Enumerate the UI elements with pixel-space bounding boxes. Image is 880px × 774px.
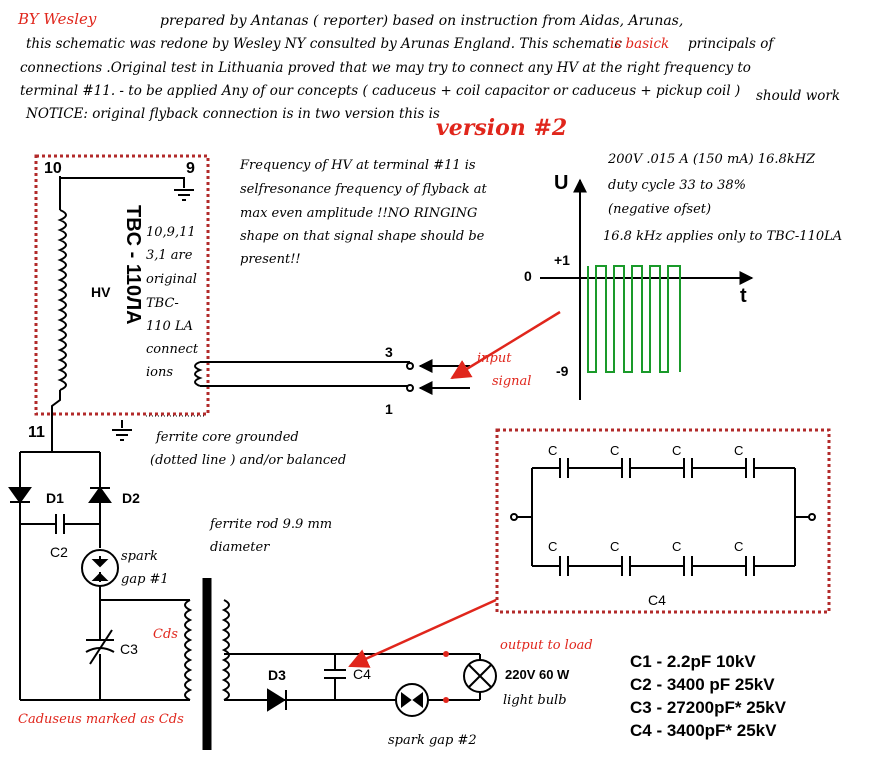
c4-capacitor-bank-box xyxy=(495,428,831,614)
cap-label-top-4: C xyxy=(734,443,744,458)
square-wave xyxy=(587,265,681,373)
cap-label-top-3: C xyxy=(672,443,682,458)
orig-6: connect xyxy=(146,342,199,357)
terminal-9: 9 xyxy=(186,160,195,177)
header-line-2c: principals of xyxy=(688,36,774,52)
cap-label-top-1: C xyxy=(548,443,558,458)
capacitor-c3 xyxy=(85,629,115,665)
terminal-10: 10 xyxy=(44,160,62,177)
orig-3: original xyxy=(146,272,197,287)
orig-5: 110 LA xyxy=(146,319,193,334)
diode-d1 xyxy=(8,487,32,504)
header-line-4a: terminal #11. - to be applied Any of our… xyxy=(20,83,741,99)
hv-label: HV xyxy=(91,284,111,300)
caduseus-note: Caduseus marked as Cds xyxy=(18,712,184,727)
c4-box-label: C4 xyxy=(648,592,666,608)
bulb-label: light bulb xyxy=(503,693,567,708)
freq-note-1: Frequency of HV at terminal #11 is xyxy=(240,158,476,173)
d1-label: D1 xyxy=(46,490,64,506)
transformer-model: TBC - 110ЛА xyxy=(122,205,144,325)
part-c4: C4 - 3400pF* 25kV xyxy=(630,721,777,740)
c3-label: C3 xyxy=(120,641,138,657)
t-axis-label: t xyxy=(740,285,747,307)
freq-note-4: shape on that signal shape should be xyxy=(240,229,485,244)
freq-note-2: selfresonance frequency of flyback at xyxy=(240,182,487,197)
caduseus-coil xyxy=(184,599,193,701)
capacitor-c4 xyxy=(324,654,346,700)
header-line-2a: this schematic was redone by Wesley NY c… xyxy=(26,36,622,52)
header-line-5: NOTICE: original flyback connection is i… xyxy=(26,106,440,122)
spec-4: 16.8 kHz applies only to TBC-110LA xyxy=(603,229,843,244)
u-axis-label: U xyxy=(554,172,569,194)
capacitor-c2 xyxy=(20,514,100,534)
ground-core xyxy=(112,429,132,441)
terminal-10-wire xyxy=(59,176,185,188)
ferrite-note-2: (dotted line ) and/or balanced xyxy=(150,453,347,468)
spark-gap-1-a: spark xyxy=(121,549,158,564)
rod-note-2: diameter xyxy=(210,540,270,555)
header-line-1: prepared by Antanas ( reporter) based on… xyxy=(160,13,684,29)
freq-note-3: max even amplitude !!NO RINGING xyxy=(240,206,478,221)
version-label: version #2 xyxy=(436,115,568,141)
spec-3: (negative ofset) xyxy=(608,202,712,217)
author-by: BY Wesley xyxy=(18,10,97,28)
output-label: output to load xyxy=(500,638,593,653)
pickup-coil xyxy=(221,599,230,701)
c4-arrow xyxy=(348,598,497,668)
light-bulb xyxy=(463,659,497,693)
rod-note-1: ferrite rod 9.9 mm xyxy=(210,517,333,532)
spec-1: 200V .015 A (150 mA) 16.8kHZ xyxy=(608,152,816,167)
cap-label-bot-2: C xyxy=(610,539,620,554)
d3-label: D3 xyxy=(268,667,286,683)
bulb-rating: 220V 60 W xyxy=(505,667,570,682)
input-label-2: signal xyxy=(492,374,532,389)
spark-gap-1 xyxy=(81,549,119,587)
diode-d3 xyxy=(267,688,287,712)
terminal-3: 3 xyxy=(385,344,393,360)
d2-label: D2 xyxy=(122,490,140,506)
ground-9 xyxy=(174,189,194,201)
c4-label: C4 xyxy=(353,666,371,682)
primary-coil xyxy=(194,361,203,387)
part-c2: C2 - 3400 pF 25kV xyxy=(630,675,775,694)
terminal-1: 1 xyxy=(385,401,393,417)
part-c1: C1 - 2.2pF 10kV xyxy=(630,652,756,671)
header-line-4b: should work xyxy=(756,88,841,104)
zero-label: 0 xyxy=(524,268,532,284)
c2-label: C2 xyxy=(50,544,68,560)
spark-gap-1-b: gap #1 xyxy=(121,572,169,587)
spark-gap-2-label: spark gap #2 xyxy=(388,733,477,748)
cds-label: Cds xyxy=(153,627,178,642)
input-label-1: input xyxy=(477,351,512,366)
orig-2: 3,1 are xyxy=(146,248,193,263)
terminal-11: 11 xyxy=(28,424,45,441)
spark-gap-2 xyxy=(395,683,429,717)
orig-7: ions xyxy=(146,365,174,380)
header-line-2b: is basick xyxy=(610,36,670,52)
diode-d2 xyxy=(88,486,112,503)
ferrite-note-1: ferrite core grounded xyxy=(156,430,299,445)
cap-label-bot-1: C xyxy=(548,539,558,554)
plus1-label: +1 xyxy=(554,252,570,268)
hv-coil xyxy=(57,209,67,391)
freq-note-5: present!! xyxy=(240,252,301,267)
part-c3: C3 - 27200pF* 25kV xyxy=(630,698,786,717)
cap-label-bot-4: C xyxy=(734,539,744,554)
cap-label-bot-3: C xyxy=(672,539,682,554)
minus9-label: -9 xyxy=(556,363,569,379)
spec-2: duty cycle 33 to 38% xyxy=(608,178,747,193)
orig-1: 10,9,11 xyxy=(146,225,196,240)
orig-4: TBC- xyxy=(146,296,179,311)
cap-label-top-2: C xyxy=(610,443,620,458)
input-arrow xyxy=(450,310,561,380)
header-line-3: connections .Original test in Lithuania … xyxy=(20,60,751,76)
